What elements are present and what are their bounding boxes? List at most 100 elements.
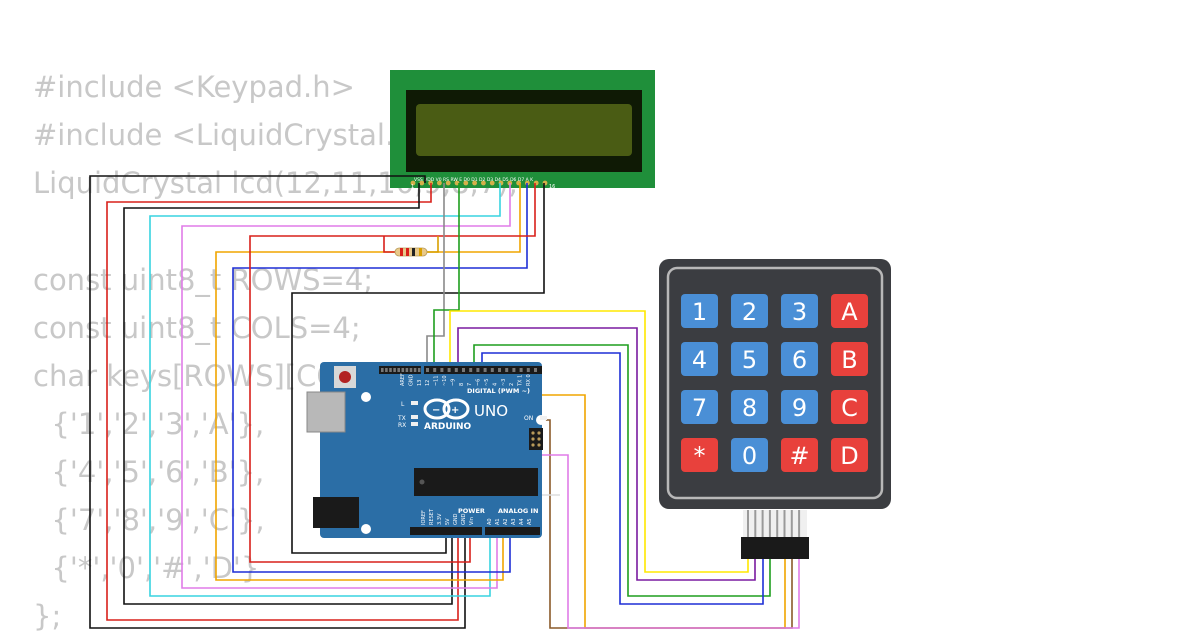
key-star[interactable]: * bbox=[681, 438, 718, 472]
key-6[interactable]: 6 bbox=[781, 342, 818, 376]
key-B[interactable]: B bbox=[831, 342, 868, 376]
key-A[interactable]: A bbox=[831, 294, 868, 328]
pin-hole bbox=[389, 368, 392, 372]
svg-text:+: + bbox=[451, 405, 459, 416]
svg-text:8: 8 bbox=[742, 394, 757, 422]
pin-hole bbox=[440, 368, 444, 372]
pin-hole bbox=[413, 368, 417, 372]
code-line: {'7','8','9','C'}, bbox=[33, 503, 265, 537]
pin-hole bbox=[498, 368, 501, 372]
model-label: UNO bbox=[474, 402, 508, 420]
svg-text:4: 4 bbox=[692, 346, 707, 374]
digital-pin-label: 4 bbox=[492, 383, 498, 386]
analog-pin-label: A4 bbox=[519, 518, 525, 525]
code-line: {'4','5','6','B'}, bbox=[33, 455, 265, 489]
led bbox=[411, 415, 418, 419]
pin-hole bbox=[426, 368, 429, 372]
lcd-pin bbox=[445, 180, 451, 186]
power-pin-label: Vin bbox=[469, 517, 475, 525]
resistor[interactable] bbox=[394, 247, 428, 257]
code-line: const uint8_t ROWS=4; bbox=[33, 263, 374, 297]
lcd-display[interactable]: VSS VDD V0 RS RW E D0 D1 D2 D3 D4 D5 D6 … bbox=[390, 70, 655, 190]
pin-hole bbox=[469, 368, 473, 372]
digital-pin-label: ~10 bbox=[442, 375, 448, 386]
key-0[interactable]: 0 bbox=[731, 438, 768, 472]
header-digital bbox=[424, 366, 542, 374]
svg-text:5: 5 bbox=[742, 346, 757, 374]
keypad-ribbon-cable bbox=[741, 510, 809, 559]
svg-text:0: 0 bbox=[742, 442, 757, 470]
pin-hole bbox=[534, 368, 537, 372]
svg-text:6: 6 bbox=[792, 346, 807, 374]
digital-pin-label: ~6 bbox=[476, 379, 482, 386]
pin-hole bbox=[433, 368, 437, 372]
code-line: {'1','2','3','A'}, bbox=[33, 407, 265, 441]
key-4[interactable]: 4 bbox=[681, 342, 718, 376]
header-power bbox=[410, 527, 482, 535]
wire-purple bbox=[457, 327, 756, 581]
svg-text:2: 2 bbox=[742, 298, 757, 326]
wire-green bbox=[473, 344, 771, 597]
digital-pin-label: ~9 bbox=[450, 379, 456, 386]
analog-pin-label: A0 bbox=[487, 518, 493, 525]
wire-red bbox=[106, 183, 459, 621]
code-line: {'*','0','#','D'} bbox=[33, 551, 260, 585]
mount-hole bbox=[361, 392, 371, 402]
pin-hole bbox=[417, 368, 421, 372]
svg-text:B: B bbox=[841, 346, 857, 374]
usb-connector bbox=[306, 391, 346, 433]
svg-text:1: 1 bbox=[692, 298, 707, 326]
key-hash[interactable]: # bbox=[781, 438, 818, 472]
lcd-pin bbox=[481, 180, 486, 186]
key-5[interactable]: 5 bbox=[731, 342, 768, 376]
led-label: TX bbox=[397, 415, 406, 422]
key-D[interactable]: D bbox=[831, 438, 868, 472]
key-3[interactable]: 3 bbox=[781, 294, 818, 328]
lcd-screen bbox=[416, 104, 632, 156]
pin-hole bbox=[409, 368, 413, 372]
pin-hole bbox=[397, 368, 400, 372]
microcontroller-chip bbox=[414, 468, 538, 496]
keypad-connector bbox=[741, 537, 809, 559]
resistor-band bbox=[400, 248, 403, 256]
pin-hole bbox=[462, 368, 465, 372]
pin-hole bbox=[512, 368, 516, 372]
key-8[interactable]: 8 bbox=[731, 390, 768, 424]
analog-pin-label: A2 bbox=[503, 518, 509, 525]
wire-black bbox=[291, 183, 545, 554]
led bbox=[540, 416, 547, 420]
led-label: RX bbox=[398, 422, 406, 429]
lcd-pin bbox=[489, 180, 495, 186]
power-label: POWER bbox=[458, 507, 485, 515]
digital-label: DIGITAL (PWM ~) bbox=[467, 387, 530, 395]
svg-text:7: 7 bbox=[692, 394, 707, 422]
lcd-pin bbox=[437, 180, 442, 186]
power-pin-label: GND bbox=[453, 513, 459, 525]
resistor-body bbox=[394, 247, 428, 257]
key-1[interactable]: 1 bbox=[681, 294, 718, 328]
digital-pin-label: 13 bbox=[417, 380, 423, 386]
lcd-pin bbox=[463, 180, 469, 186]
reset-button-cap bbox=[339, 371, 351, 383]
svg-text:3: 3 bbox=[792, 298, 807, 326]
wire-red bbox=[249, 183, 536, 563]
key-C[interactable]: C bbox=[831, 390, 868, 424]
svg-text:A: A bbox=[841, 298, 858, 326]
led bbox=[411, 401, 418, 405]
wire-yellow bbox=[449, 310, 749, 573]
pin-hole bbox=[401, 368, 405, 372]
key-9[interactable]: 9 bbox=[781, 390, 818, 424]
digital-pin-label: TX 1 bbox=[518, 375, 524, 387]
key-2[interactable]: 2 bbox=[731, 294, 768, 328]
resistor-band bbox=[419, 248, 422, 256]
pin-hole bbox=[490, 368, 494, 372]
digital-pin-label: 8 bbox=[459, 383, 465, 386]
pin-hole bbox=[483, 368, 487, 372]
wire-red bbox=[383, 236, 395, 253]
digital-pin-label: ~11 bbox=[434, 375, 440, 386]
key-7[interactable]: 7 bbox=[681, 390, 718, 424]
analog-pin-label: A3 bbox=[511, 518, 517, 525]
